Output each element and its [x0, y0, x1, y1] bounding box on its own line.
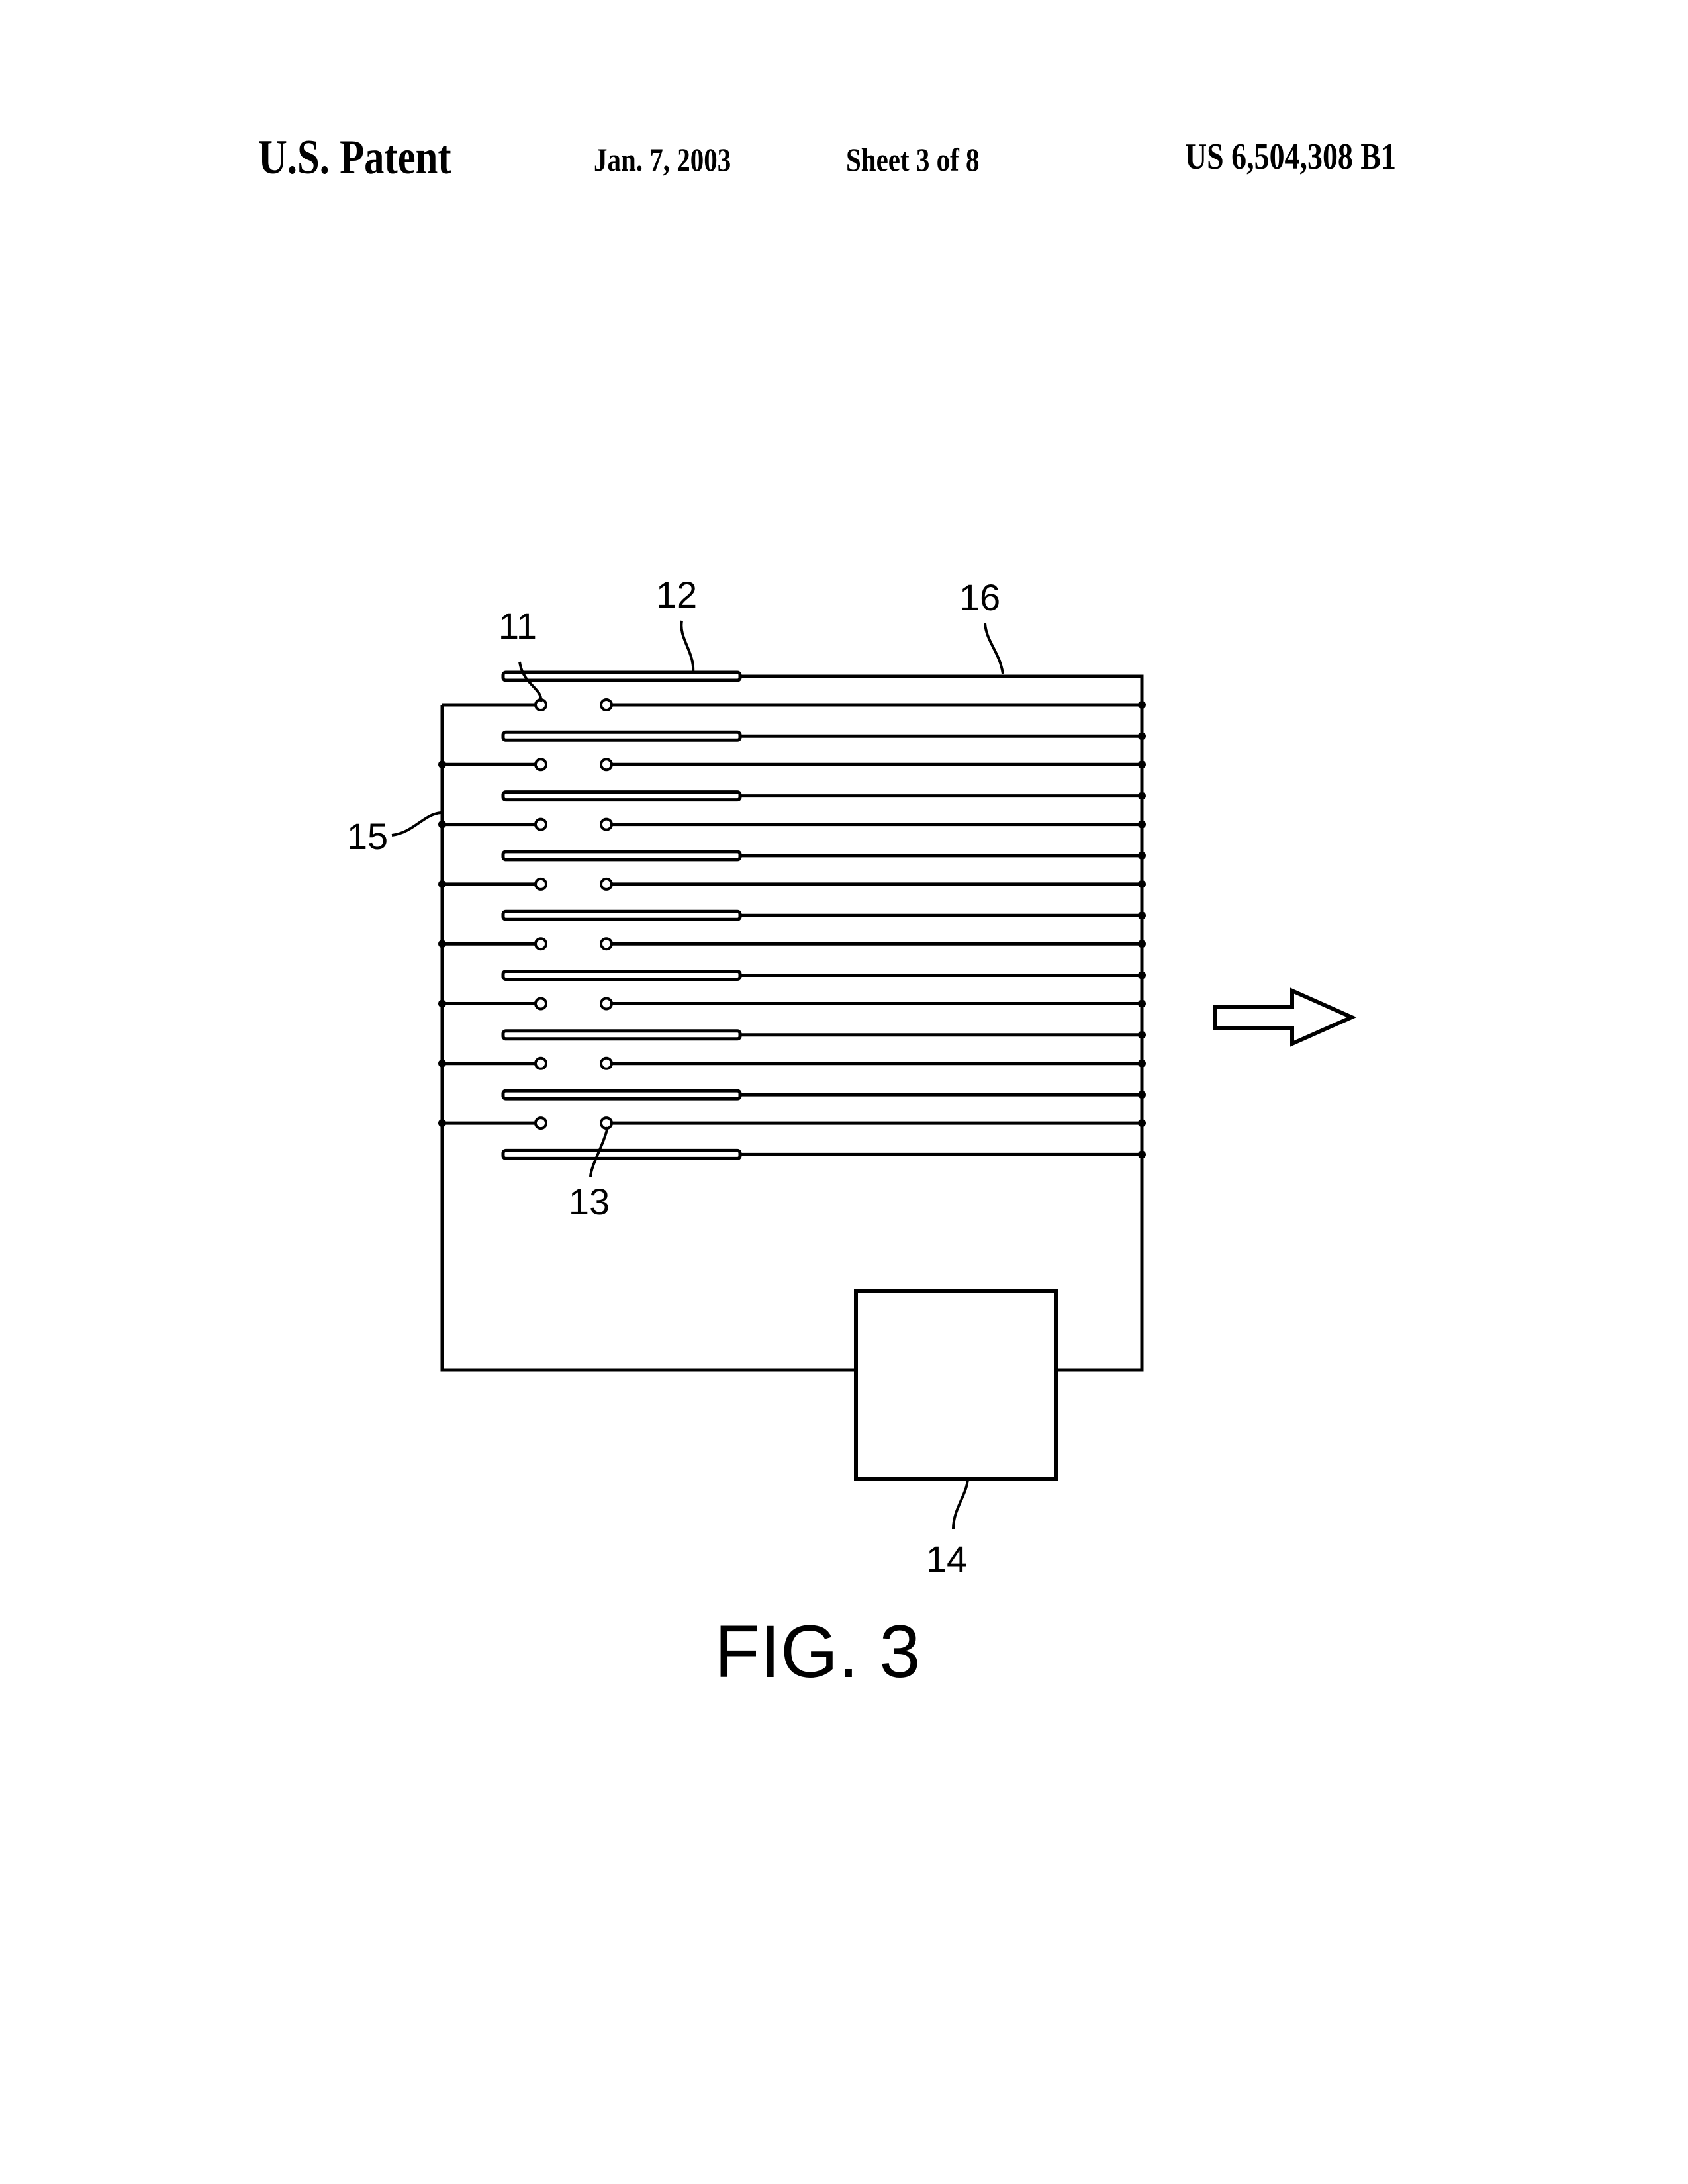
plate	[501, 670, 742, 682]
plate	[501, 970, 742, 981]
junction-dot	[438, 940, 446, 948]
switch-contact-right	[600, 758, 613, 772]
leader-line-16	[984, 623, 1004, 674]
junction-dot	[1138, 1091, 1146, 1099]
plate	[501, 730, 742, 742]
junction-dot	[1138, 820, 1146, 829]
switch-contact-right	[600, 1116, 613, 1130]
junction-dot	[1138, 792, 1146, 800]
junction-dot	[1138, 1059, 1146, 1068]
junction-dot	[1138, 760, 1146, 769]
junction-dot	[1138, 1119, 1146, 1128]
junction-dot	[1138, 732, 1146, 741]
ref-label-16: 16	[959, 576, 1000, 618]
leader-line-15	[391, 811, 442, 837]
switch-contact-left	[534, 937, 547, 951]
junction-dot	[438, 1119, 446, 1128]
junction-dot	[438, 760, 446, 769]
plates-group	[501, 670, 1146, 1160]
junction-dot	[1138, 1150, 1146, 1159]
leader-line-14	[952, 1479, 969, 1529]
patent-header-title: U.S. Patent	[258, 130, 451, 185]
circuit-wires	[440, 674, 1144, 1372]
ref-label-13: 13	[569, 1181, 610, 1222]
figure-caption: FIG. 3	[714, 1610, 920, 1693]
plate	[501, 790, 742, 802]
right-bus-wire	[740, 674, 1144, 1372]
power-unit-box	[854, 1289, 1058, 1481]
patent-date: Jan. 7, 2003	[594, 141, 731, 178]
junction-dot	[1138, 1030, 1146, 1039]
switch-contact-left	[534, 817, 547, 831]
switch-contact-left	[534, 1116, 547, 1130]
switch-contact-left	[534, 758, 547, 772]
switch-contact-left	[534, 1056, 547, 1070]
left-bus-wire	[440, 705, 856, 1372]
junction-dot	[1138, 851, 1146, 860]
plate	[501, 1148, 742, 1160]
junction-dot	[1138, 940, 1146, 948]
switches-group	[438, 698, 1146, 1130]
sheet-number: Sheet 3 of 8	[846, 141, 980, 178]
junction-dot	[1138, 911, 1146, 920]
junction-dot	[438, 999, 446, 1008]
leader-line-13	[589, 1126, 609, 1177]
junction-dot	[1138, 701, 1146, 709]
switch-contact-right	[600, 877, 613, 891]
ref-label-12: 12	[656, 574, 697, 615]
junction-dot	[1138, 999, 1146, 1008]
junction-dot	[1138, 880, 1146, 888]
junction-dot	[1138, 971, 1146, 979]
switch-contact-right	[600, 698, 613, 711]
plate	[501, 1089, 742, 1101]
switch-contact-right	[600, 1056, 613, 1070]
plate	[501, 1029, 742, 1041]
patent-number: US 6,504,308 B1	[1185, 136, 1396, 177]
junction-dot	[438, 820, 446, 829]
direction-arrow-icon	[1213, 987, 1357, 1047]
switch-contact-right	[600, 997, 613, 1011]
plate	[501, 909, 742, 921]
switch-contact-right	[600, 817, 613, 831]
junction-dot	[438, 880, 446, 888]
ref-label-15: 15	[347, 815, 388, 857]
switch-contact-left	[534, 997, 547, 1011]
switch-contact-right	[600, 937, 613, 951]
ref-label-14: 14	[926, 1538, 967, 1580]
switch-contact-left	[534, 877, 547, 891]
ref-label-11: 11	[498, 605, 537, 647]
plate	[501, 850, 742, 862]
leader-line-12	[680, 620, 695, 674]
leader-line-11	[518, 661, 543, 702]
junction-dot	[438, 1059, 446, 1068]
